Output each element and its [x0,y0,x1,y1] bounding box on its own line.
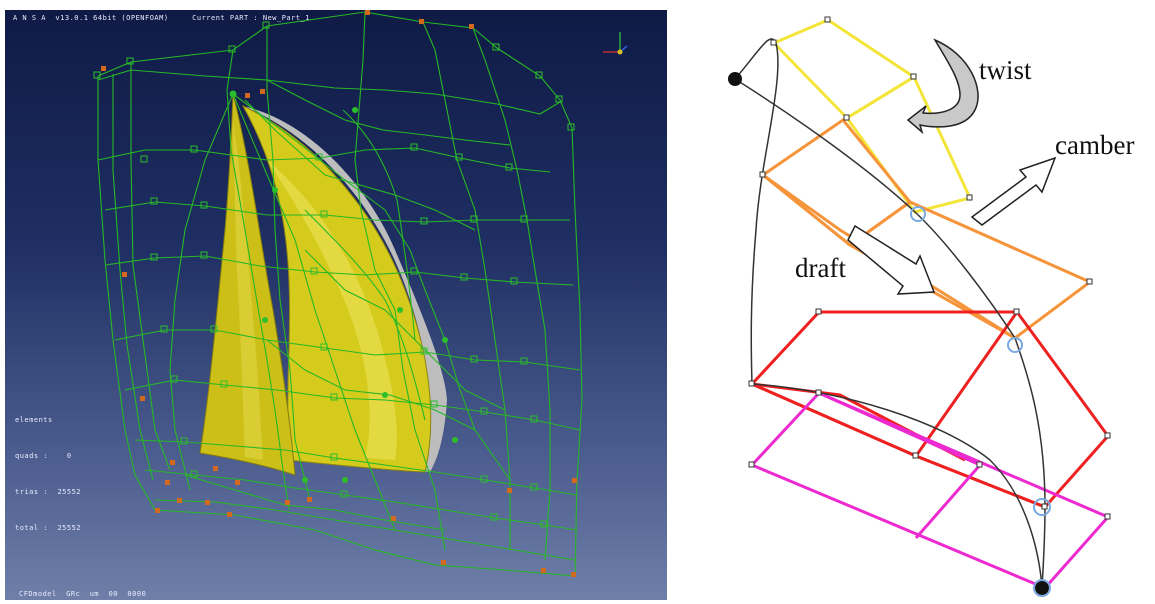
element-stats: elements quads : 0 trias : 25552 total :… [15,390,81,558]
stats-title: elements [15,416,53,424]
viewer-footer: CFDmodel GRc um 00 0000 [19,590,147,598]
cage-control-points [93,10,577,577]
diagram-canvas [728,16,1111,597]
viewer-header: A N S A v13.0.1 64bit (OPENFOAM) Current… [13,14,311,22]
draft-arrow-icon [847,224,936,295]
stats-row-quads: quads : 0 [15,452,72,460]
stats-value: 25552 [57,524,82,532]
stats-row-trias: trias : 25552 [15,488,82,496]
camber-label: camber [1055,130,1135,160]
diagram-control-points [748,16,1111,520]
head-point [728,72,742,86]
stats-label: total [15,524,39,532]
ansa-viewport[interactable]: A N S A v13.0.1 64bit (OPENFOAM) Current… [5,10,667,600]
ffd-diagram: twist camber draft [720,0,1155,600]
camber-arrow-icon [970,156,1057,226]
twist-label: twist [979,55,1032,85]
foot-curve [751,383,1043,589]
viewport-scene [93,10,628,577]
stats-label: quads [15,452,39,460]
axis-triad-icon [603,32,628,55]
highlighted-points [910,206,1051,597]
bottom-box [749,391,1111,590]
mainsail-highlight [267,160,397,460]
sail-curves [734,38,1046,589]
draft-label: draft [795,253,846,283]
stats-value: 0 [66,452,72,460]
tack-point [1035,581,1049,595]
upper-mid-box [760,117,1093,340]
mainsail-shadow [243,106,447,472]
stats-row-total: total : 25552 [15,524,82,532]
deformation-cage [97,11,583,577]
leading-edge-curve [734,38,779,385]
luff-curve [734,78,1046,589]
sail-shapes [199,93,447,476]
twist-arrow-icon [906,38,979,135]
stats-label: trias [15,488,39,496]
stats-value: 25552 [57,488,82,496]
